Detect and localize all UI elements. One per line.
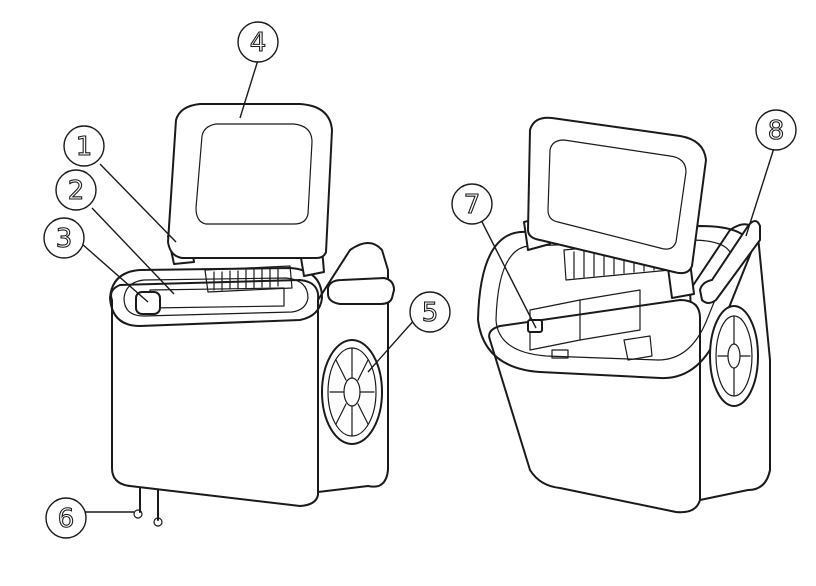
callout-3-number: 3	[56, 224, 73, 254]
left-fan-vent	[322, 340, 382, 444]
callout-1: 1	[64, 126, 104, 166]
callout-7: 7	[452, 184, 492, 224]
left-side-handle	[328, 278, 394, 304]
callout-5-number: 5	[422, 298, 439, 328]
callout-6-number: 6	[58, 504, 75, 534]
callout-8-number: 8	[768, 116, 785, 146]
callout-8: 8	[756, 110, 796, 150]
right-ice-maker	[478, 118, 770, 513]
callout-6: 6	[46, 498, 86, 538]
callout-1-number: 1	[76, 132, 93, 162]
right-lid	[528, 118, 706, 273]
callout-5: 5	[410, 292, 450, 332]
right-fan-vent	[710, 306, 758, 406]
callout-7-number: 7	[464, 190, 481, 220]
callout-3: 3	[44, 218, 84, 258]
callout-4-number: 4	[250, 28, 267, 58]
left-ice-maker	[110, 104, 394, 526]
callout-2-number: 2	[68, 176, 85, 206]
callout-4: 4	[238, 22, 278, 62]
left-lid	[168, 104, 332, 258]
callout-2: 2	[56, 170, 96, 210]
